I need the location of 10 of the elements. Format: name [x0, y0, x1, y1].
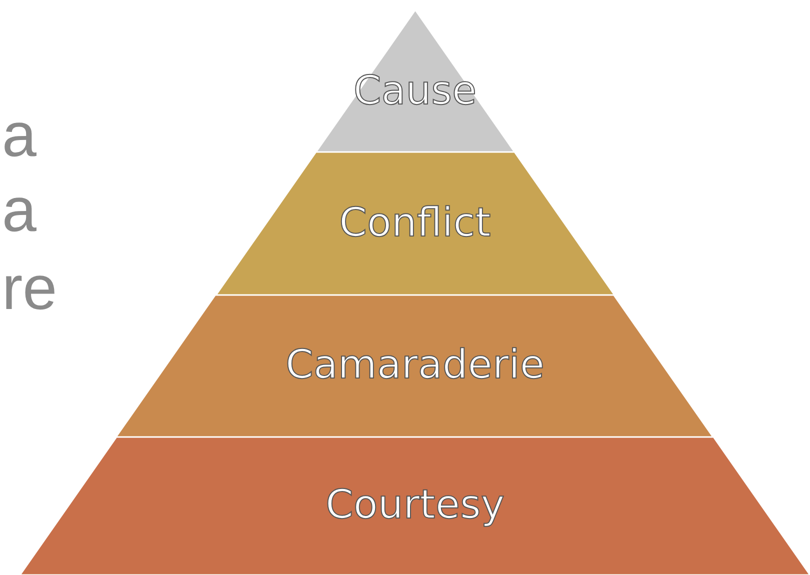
pyramid-tier — [116, 295, 714, 437]
tier-label: Camaraderie — [285, 342, 544, 388]
pyramid-tier — [20, 437, 810, 575]
word-fragment: a — [2, 180, 36, 242]
word-fragment: a — [2, 105, 36, 167]
tier-label: Conflict — [339, 200, 491, 246]
word-fragment: re — [2, 258, 58, 320]
tier-label: Courtesy — [325, 482, 504, 528]
pyramid-tier — [216, 152, 614, 295]
tier-label: Cause — [353, 68, 477, 114]
